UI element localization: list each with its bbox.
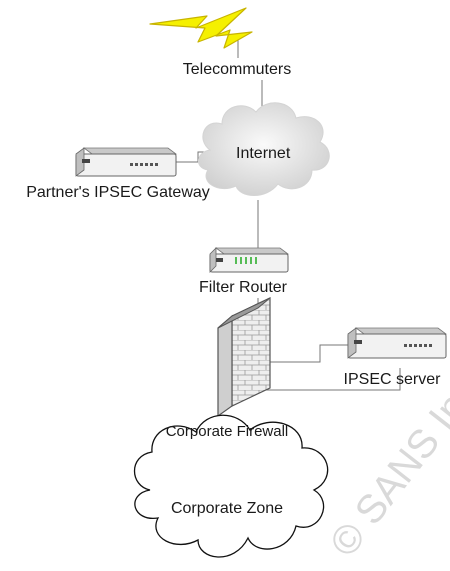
corporate-zone-cloud-icon — [134, 414, 329, 558]
ipsec-server-label: IPSEC server — [344, 371, 442, 388]
line-firewall-ipsec-bottom — [254, 368, 401, 391]
partner-gateway-device-icon — [75, 147, 178, 177]
filter-router-label: Filter Router — [199, 279, 288, 296]
line-firewall-ipsec-top — [254, 344, 348, 363]
watermark-text: © SANS Institute 2 — [322, 275, 450, 565]
corporate-zone-label: Corporate Zone — [171, 500, 283, 517]
firewall-wall-icon — [217, 297, 271, 418]
telecommuters-label: Telecommuters — [183, 61, 291, 78]
internet-cloud-icon — [198, 102, 330, 196]
lightning-icon — [149, 7, 253, 49]
ipsec-server-device-icon — [347, 327, 448, 359]
internet-label: Internet — [236, 145, 291, 162]
partner-gateway-label: Partner's IPSEC Gateway — [26, 184, 210, 201]
corporate-firewall-label: Corporate Firewall — [166, 423, 289, 440]
filter-router-device-icon — [209, 247, 290, 273]
